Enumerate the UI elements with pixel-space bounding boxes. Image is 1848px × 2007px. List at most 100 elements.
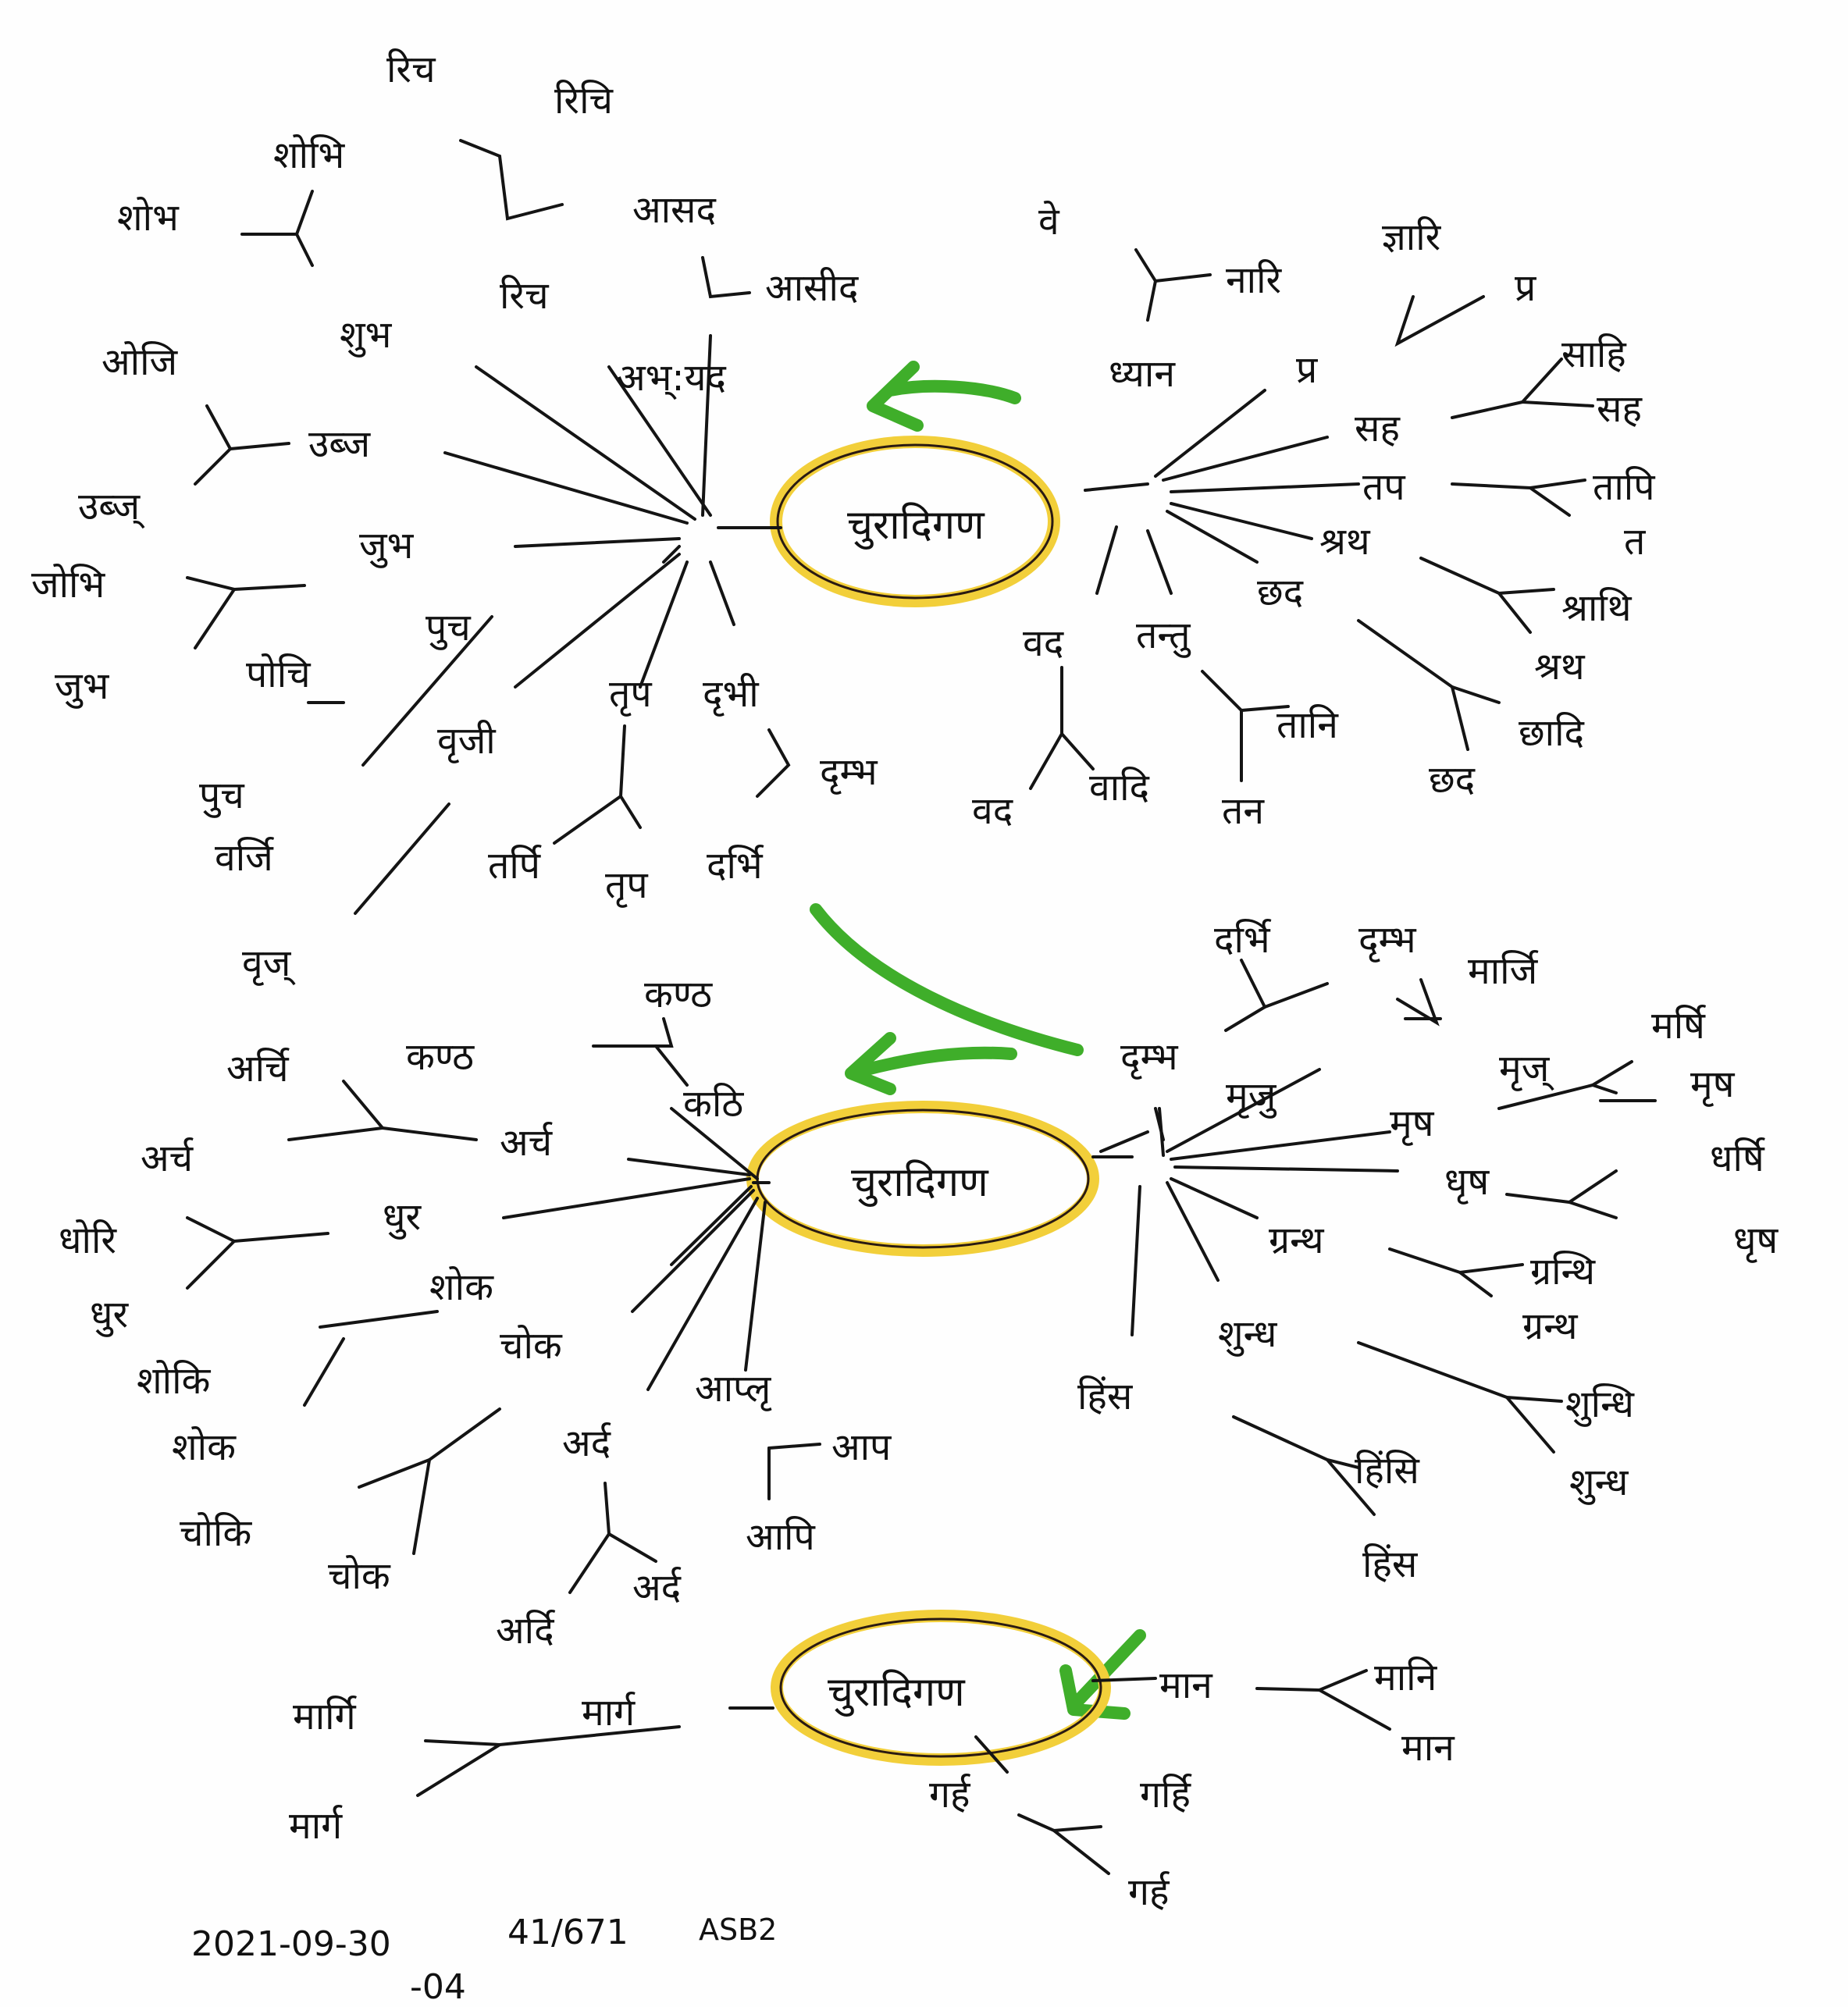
word-label: शोभ — [117, 196, 180, 240]
word-label: ग्रन्थ — [1522, 1304, 1579, 1348]
diagram1-right: वे नारि ध्यान ज्ञारि प्र प्र सह साहि सह … — [972, 200, 1655, 833]
word-label: श्रथ — [1534, 645, 1586, 689]
word-label: ओजि — [101, 340, 179, 384]
footer-code: ASB2 — [699, 1913, 777, 1947]
hub-3: चुरादिगण — [771, 1610, 1111, 1766]
word-label: जुभ — [55, 664, 110, 709]
word-label: दर्भि — [1214, 918, 1271, 962]
word-label: तृप — [605, 863, 648, 908]
word-label: शोक — [172, 1425, 237, 1469]
word-label: छद — [1429, 758, 1476, 802]
word-label: ध्यान — [1109, 352, 1176, 396]
word-label: तानि — [1277, 703, 1339, 747]
word-label: आप — [831, 1425, 892, 1469]
word-label: अर्च — [500, 1121, 554, 1165]
connector-lines — [186, 139, 1657, 1875]
word-label: तन्तु — [1136, 614, 1191, 658]
word-label: अर्चि — [226, 1047, 290, 1091]
word-label: चोकि — [180, 1511, 252, 1555]
word-label: पुच — [199, 774, 245, 818]
word-label: धुर — [383, 1195, 422, 1240]
word-label: शोकि — [137, 1359, 212, 1403]
hub-2: चुरादिगण — [746, 1101, 1099, 1257]
word-label: मृष — [1690, 1062, 1736, 1107]
word-label: छद — [1257, 571, 1304, 614]
word-label: हिंस — [1362, 1543, 1419, 1586]
word-label: कण्ठ — [644, 973, 713, 1016]
word-label: मानि — [1374, 1656, 1438, 1699]
word-label: हिंसि — [1355, 1449, 1420, 1493]
word-label: अभ्:यद — [617, 356, 726, 400]
word-label: मार्ग — [582, 1691, 636, 1735]
word-label: धृष — [1444, 1160, 1490, 1205]
word-label: प्र — [1296, 348, 1318, 392]
word-label: दर्भि — [707, 844, 764, 888]
word-label: वद — [972, 789, 1013, 833]
word-label: मृजु — [1226, 1074, 1277, 1119]
word-label: जोभि — [31, 563, 105, 607]
word-label: उब्ज् — [78, 485, 145, 529]
hub-label: चुरादिगण — [851, 1159, 989, 1207]
word-label: रिच — [386, 48, 436, 91]
word-label: मान — [1159, 1664, 1213, 1707]
word-label: चोक — [500, 1324, 563, 1368]
hub-1: चुरादिगण — [770, 436, 1060, 607]
word-label: पोचि — [246, 653, 312, 696]
word-label: धृष — [1733, 1219, 1779, 1263]
word-label: अर्च — [141, 1137, 194, 1180]
word-label: मृज् — [1499, 1047, 1554, 1091]
diagram2-right: दर्भि दृम्भ दृम्भ मृजु मार्जि मृज् मृष म… — [1077, 918, 1779, 1586]
word-label: त — [1624, 520, 1647, 564]
word-label: उब्ज — [308, 422, 372, 466]
word-label: ज्ञारि — [1382, 215, 1442, 259]
green-arrow-icon — [810, 903, 1084, 1056]
word-label: वे — [1038, 200, 1060, 244]
word-label: पुच — [426, 606, 472, 650]
green-arrow-icon — [867, 361, 1021, 432]
word-label: मार्ग — [289, 1804, 343, 1848]
word-label: शुन्ध — [1218, 1312, 1278, 1357]
footer-date-suffix: -04 — [410, 1967, 466, 2007]
word-label: अर्द — [562, 1422, 611, 1465]
word-label: श्राथि — [1561, 586, 1633, 630]
word-label: तर्पि — [488, 844, 542, 888]
word-label: धुर — [90, 1293, 130, 1337]
word-label: गर्हि — [1140, 1773, 1192, 1817]
word-label: तन — [1222, 789, 1265, 833]
word-label: आप्लृ — [695, 1367, 772, 1411]
word-label: शोक — [429, 1265, 494, 1309]
word-label: साहि — [1561, 333, 1627, 376]
word-label: शोभि — [273, 133, 346, 177]
diagram3: मार्ग मार्गि मार्ग मान मानि मान गर्ह गर्… — [289, 1656, 1455, 1914]
word-label: सह — [1597, 387, 1643, 431]
word-label: मृष — [1390, 1101, 1435, 1146]
word-label: कण्ठ — [406, 1035, 475, 1079]
word-label: मान — [1401, 1726, 1455, 1770]
word-label: आपि — [746, 1515, 815, 1559]
word-label: दृम्भ — [820, 750, 878, 795]
word-label: शुन्धि — [1565, 1382, 1635, 1427]
diagram2-left: कण्ठ कण्ठ कठि अर्चि अर्च अर्च धुर धोरि ध… — [59, 973, 892, 1653]
word-label: वादि — [1089, 766, 1150, 810]
word-label: अर्दि — [496, 1609, 556, 1653]
green-arrow-icon — [845, 1032, 1017, 1095]
word-label: छादि — [1519, 711, 1585, 755]
word-label: श्रथ — [1319, 520, 1371, 564]
word-label: अर्द — [632, 1566, 682, 1610]
word-label: दृम्भ — [1358, 918, 1417, 963]
word-label: मर्षि — [1651, 1004, 1707, 1048]
word-label: कठि — [683, 1082, 744, 1126]
word-label: धर्षि — [1710, 1137, 1766, 1180]
hub-label: चुरादिगण — [828, 1669, 966, 1717]
word-label: शुन्ध — [1569, 1461, 1629, 1505]
word-label: शुभ — [340, 313, 393, 358]
word-label: मार्गि — [293, 1695, 357, 1738]
word-label: दृभी — [703, 672, 760, 717]
diagram1-left: अभ्:यद रिच रिच रिचि शोभि शोभ शुभ आसद आसी… — [31, 48, 878, 986]
word-label: जुभ — [359, 524, 415, 568]
word-label: आसीद — [765, 266, 859, 310]
footer-date: 2021-09-30 — [191, 1924, 391, 1964]
word-label: तप — [1362, 465, 1405, 509]
word-label: वृजी — [437, 719, 497, 763]
